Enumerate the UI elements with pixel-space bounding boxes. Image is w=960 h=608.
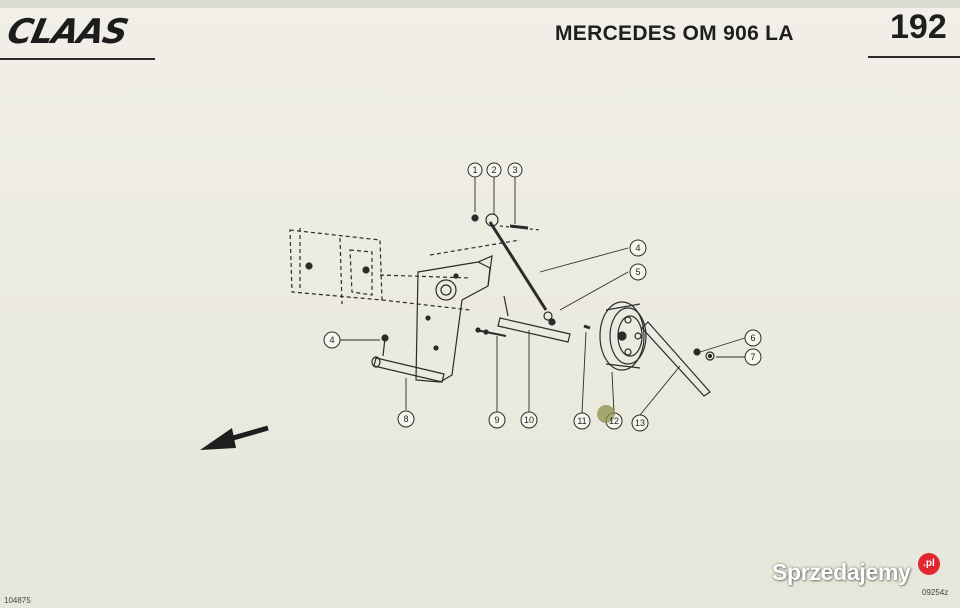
drawing-ref-left: 104875 bbox=[4, 596, 31, 605]
callout-10 bbox=[520, 411, 538, 429]
housing-bolt bbox=[362, 266, 370, 274]
callout-5 bbox=[629, 263, 647, 281]
rod-eye bbox=[485, 213, 499, 227]
callout-label-6: 6 bbox=[750, 333, 755, 343]
lower-shaft bbox=[373, 357, 445, 383]
pulley bbox=[599, 301, 647, 371]
callout-label-11: 11 bbox=[577, 416, 586, 426]
callout-13 bbox=[631, 414, 649, 432]
tension-arm bbox=[497, 317, 571, 343]
callout-label-9: 9 bbox=[494, 415, 499, 425]
callout-label-10: 10 bbox=[524, 415, 534, 425]
housing-bolt bbox=[305, 262, 313, 270]
callout-9 bbox=[488, 411, 506, 429]
sprzedajemy-badge: .pl bbox=[918, 553, 940, 575]
bracket-hole bbox=[435, 279, 457, 301]
callout-1 bbox=[467, 162, 483, 178]
callout-label-1: 1 bbox=[472, 165, 477, 175]
leader-lines bbox=[340, 177, 746, 416]
page-number-underline bbox=[868, 56, 960, 58]
engine-housing-outline bbox=[289, 228, 521, 311]
callout-4-lower bbox=[323, 331, 341, 349]
callout-11 bbox=[573, 412, 591, 430]
callout-label-5: 5 bbox=[635, 267, 640, 277]
callout-8 bbox=[397, 410, 415, 428]
sprzedajemy-watermark: Sprzedajemy bbox=[772, 559, 911, 585]
mounting-bracket bbox=[415, 255, 493, 383]
smudge-mark bbox=[597, 405, 615, 423]
callout-label-3: 3 bbox=[512, 165, 517, 175]
page-number: 192 bbox=[890, 8, 947, 46]
callout-label-8: 8 bbox=[403, 414, 408, 424]
callout-3 bbox=[507, 162, 523, 178]
part-11 bbox=[583, 324, 591, 330]
top-strip bbox=[0, 0, 960, 8]
callout-label-2: 2 bbox=[491, 165, 496, 175]
tension-rod bbox=[488, 221, 548, 311]
callout-4 bbox=[629, 239, 647, 257]
callout-label-4: 4 bbox=[635, 243, 640, 253]
callout-2 bbox=[486, 162, 502, 178]
drawing-ref-right: 09254z bbox=[922, 588, 949, 597]
callout-label-12: 12 bbox=[609, 416, 619, 426]
callout-label-13: 13 bbox=[635, 418, 645, 428]
nut-7 bbox=[705, 351, 715, 361]
washer-6 bbox=[693, 348, 701, 356]
bolt-9 bbox=[475, 329, 507, 337]
nut-1 bbox=[471, 214, 479, 222]
callout-6 bbox=[744, 329, 762, 347]
logo-underline bbox=[0, 58, 155, 60]
callout-label-4-lower: 4 bbox=[329, 335, 334, 345]
belt-lever bbox=[641, 321, 711, 397]
page-title: MERCEDES OM 906 LA bbox=[555, 22, 794, 45]
callout-label-7: 7 bbox=[750, 352, 755, 362]
callout-7 bbox=[744, 348, 762, 366]
arrow-down-left-icon bbox=[200, 425, 269, 450]
